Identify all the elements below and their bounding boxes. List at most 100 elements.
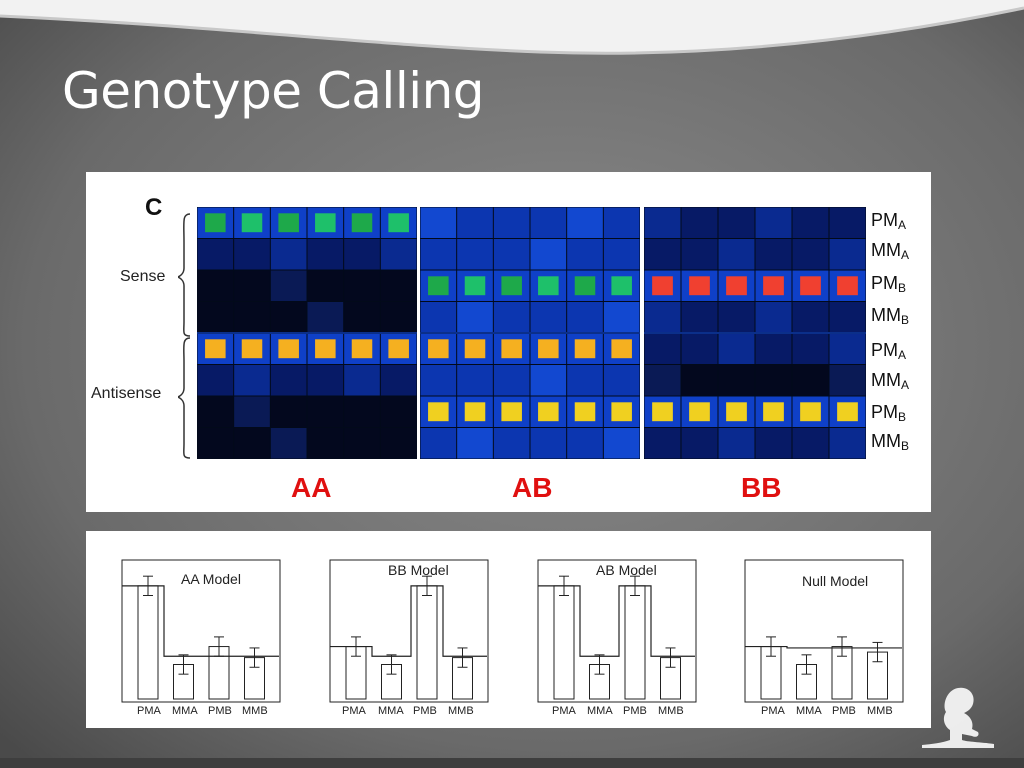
heatmap-cell xyxy=(234,302,270,333)
heatmap-cell xyxy=(681,302,718,333)
null-model-title: Null Model xyxy=(802,573,869,589)
heatmap-spot xyxy=(574,402,596,422)
heatmap-spot xyxy=(464,402,486,422)
heatmap-cell xyxy=(530,428,567,459)
bb-model-tick-mmb: MMB xyxy=(448,705,474,717)
heatmap-cell xyxy=(344,428,380,459)
heatmap-spot xyxy=(726,276,747,296)
model-bar xyxy=(137,585,159,700)
heatmap-spot xyxy=(428,339,449,359)
heatmap-cell xyxy=(307,365,344,396)
heatmap-cell xyxy=(420,239,457,270)
heatmap-cell xyxy=(792,365,829,396)
heatmap-spot xyxy=(538,276,559,296)
row-label-mma-antisense: MMA xyxy=(871,370,910,392)
heatmap-spot xyxy=(205,213,226,233)
heatmap-cell xyxy=(603,365,640,396)
heatmap-cell xyxy=(234,428,270,459)
heatmap-cell xyxy=(755,239,792,270)
heatmap-cell xyxy=(755,365,792,396)
ab-model-chart xyxy=(537,559,697,703)
row-label-pma-antisense: PMA xyxy=(871,340,907,362)
heatmap-figure: C Sense Antisense PMA MMA PMB MMB PMA MM… xyxy=(86,172,931,512)
heatmap-cell xyxy=(270,239,307,270)
heatmap-cell xyxy=(792,428,829,459)
heatmap-spot xyxy=(574,339,596,359)
heatmap-cell xyxy=(530,207,567,238)
null-model-tick-pmb: PMB xyxy=(832,705,856,717)
heatmap-cell xyxy=(530,239,567,270)
heatmap-cell xyxy=(567,207,603,238)
heatmap-cell xyxy=(307,270,344,301)
heatmap-cell xyxy=(380,428,417,459)
heatmap-spot xyxy=(689,276,710,296)
heatmap-cell xyxy=(380,239,417,270)
heatmap-cell xyxy=(493,239,530,270)
model-step-line xyxy=(330,585,487,657)
strand-label-sense: Sense xyxy=(120,268,166,285)
heatmap-cell xyxy=(380,365,417,396)
heatmap-cell xyxy=(457,239,493,270)
heatmap-cell xyxy=(603,428,640,459)
heatmap-cell xyxy=(307,428,344,459)
error-bar xyxy=(801,654,812,675)
heatmap-cell xyxy=(197,302,234,333)
heatmap-cell xyxy=(530,365,567,396)
heatmap-cell xyxy=(493,428,530,459)
heatmap-cell xyxy=(567,365,603,396)
model-step-line xyxy=(538,585,695,657)
bb-model-tick-mma: MMA xyxy=(378,705,404,717)
aa-model-tick-pma: PMA xyxy=(137,705,161,717)
heatmap-cell xyxy=(829,207,866,238)
heatmap-cell xyxy=(493,302,530,333)
heatmap-spot xyxy=(837,276,858,296)
heatmap-ab xyxy=(420,207,640,459)
ab-model-tick-mmb: MMB xyxy=(658,705,684,717)
heatmap-cell xyxy=(307,302,344,333)
ab-model-tick-mma: MMA xyxy=(587,705,613,717)
heatmap-spot xyxy=(205,339,226,359)
strand-braces xyxy=(178,213,191,459)
null-model-tick-mmb: MMB xyxy=(867,705,893,717)
heatmap-spot xyxy=(388,339,409,359)
heatmap-spot xyxy=(501,276,522,296)
heatmap-cell xyxy=(755,333,792,364)
heatmap-cell xyxy=(829,428,866,459)
heatmap-cell xyxy=(644,365,681,396)
error-bar xyxy=(249,647,260,668)
row-label-pma-sense: PMA xyxy=(871,210,907,232)
heatmap-cell xyxy=(420,365,457,396)
heatmap-cell xyxy=(644,239,681,270)
aa-model-tick-pmb: PMB xyxy=(208,705,232,717)
heatmap-cell xyxy=(307,396,344,427)
heatmap-cell xyxy=(644,302,681,333)
heatmap-spot xyxy=(763,276,784,296)
heatmap-cell xyxy=(197,365,234,396)
heatmap-spot xyxy=(464,276,486,296)
heatmap-cell xyxy=(792,333,829,364)
panel-letter: C xyxy=(145,194,163,221)
heatmap-spot xyxy=(501,402,522,422)
bb-model-tick-pma: PMA xyxy=(342,705,366,717)
aa-model-tick-mmb: MMB xyxy=(242,705,268,717)
heatmap-spot xyxy=(652,402,673,422)
heatmap-cell xyxy=(270,302,307,333)
error-bar xyxy=(178,654,189,675)
heatmap-cell xyxy=(718,333,755,364)
heatmap-cell xyxy=(344,270,380,301)
heatmap-cell xyxy=(718,207,755,238)
heatmap-cell xyxy=(829,239,866,270)
heatmap-spot xyxy=(428,402,449,422)
genotype-label-aa: AA xyxy=(291,472,332,503)
heatmap-cell xyxy=(234,365,270,396)
heatmap-cell xyxy=(344,239,380,270)
row-label-mma-sense: MMA xyxy=(871,240,910,262)
top-swoosh xyxy=(0,0,1024,54)
heatmap-cell xyxy=(603,302,640,333)
heatmap-cell xyxy=(681,428,718,459)
genotype-label-bb: BB xyxy=(741,472,782,503)
heatmap-spot xyxy=(611,339,632,359)
heatmap-cell xyxy=(567,239,603,270)
heatmap-cell xyxy=(530,302,567,333)
heatmap-bb xyxy=(644,207,866,459)
